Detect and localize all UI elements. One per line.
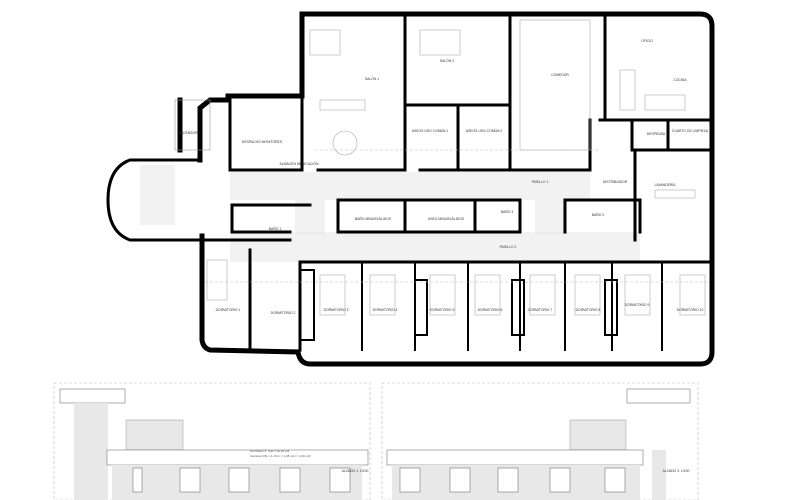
elevation-left: Dormitorio 6. Sup.= 10,00 m2 Ventana 0,9…: [53, 382, 371, 500]
elevation-label-left: ALZADO 1. 1/100: [342, 469, 369, 473]
room-label-dormitorio: DORMITORIO 9: [625, 303, 650, 307]
room-label-bano-1: BAÑO 1: [269, 226, 282, 231]
corridor-1-floor: [230, 172, 590, 200]
interior-walls: [203, 12, 714, 352]
room-label-aseo-1: ASEOS USO COMÚN 1: [412, 128, 449, 133]
furniture: [205, 19, 710, 316]
room-label-dormitorio: DORMITORIO 2: [271, 311, 296, 315]
room-label-dormitorio: DORMITORIO 3: [324, 308, 349, 312]
room-label-aseo-minusvalidos: ASEO MINUSVÁLIDOS: [428, 217, 465, 221]
room-label-bano-2: BAÑO 2: [592, 212, 605, 217]
room-label-dormitorio: DORMITORIO 6: [478, 308, 503, 312]
room-label-dormitorio: DORMITORIO 1: [216, 308, 241, 312]
exterior-walls: [106, 11, 715, 367]
room-label-despacho: DESPACHO MONITORES: [242, 140, 283, 144]
stair-steps: [140, 165, 175, 225]
room-label-ascensor: ASCENSOR: [178, 131, 198, 135]
room-label-despensa: DESPENSA: [647, 132, 666, 136]
room-label-dormitorio: DORMITORIO 8: [576, 308, 601, 312]
room-label-cocina: COCINA: [673, 78, 687, 82]
elevator-shaft: [174, 99, 211, 151]
room-label-dormitorio: DORMITORIO 10: [677, 308, 704, 312]
room-label-pasillo-1: PASILLO 1: [532, 180, 549, 184]
room-label-distribuidor: DISTRIBUIDOR: [603, 180, 628, 184]
room-label-dormitorio: DORMITORIO 4: [373, 308, 398, 312]
room-labels: ASCENSOR DESPACHO MONITORES ALMACÉN MEDI…: [178, 39, 708, 315]
room-label-aseo-2: ASEOS USO COMÚN 2: [466, 128, 503, 133]
room-label-pasillo-2: PASILLO 2: [500, 245, 517, 249]
elevation-right: ALZADO 3. 1/100: [381, 382, 699, 500]
room-label-salon-1: SALÓN 1: [365, 76, 379, 81]
room-label-dormitorio: DORMITORIO 5: [430, 308, 455, 312]
room-label-lavanderia: LAVANDERÍA: [655, 183, 677, 187]
elevation-note: Ventana 0,91 x 1,19 m = 1,08 m2 (> 1,00 …: [250, 454, 311, 458]
corridor-2-floor: [230, 232, 640, 262]
room-label-almacen: ALMACÉN MEDICACIÓN: [280, 161, 320, 166]
room-label-bano-minusvalidos: BAÑO MINUSVÁLIDOS: [355, 216, 392, 221]
elevation-note: Dormitorio 6. Sup.= 10,00 m2: [250, 449, 290, 453]
elevation-label-right: ALZADO 3. 1/100: [663, 469, 690, 473]
room-label-limpieza: CUARTO DE LIMPIEZA: [672, 129, 709, 133]
room-label-bano-3: BAÑO 3: [501, 209, 514, 214]
room-label-comedor: COMEDOR: [551, 73, 569, 77]
corridor-link: [535, 200, 565, 235]
room-label-oficio: OFICIO: [641, 39, 653, 43]
room-label-salon-2: SALÓN 2: [440, 58, 454, 63]
room-label-dormitorio: DORMITORIO 7: [528, 308, 553, 312]
